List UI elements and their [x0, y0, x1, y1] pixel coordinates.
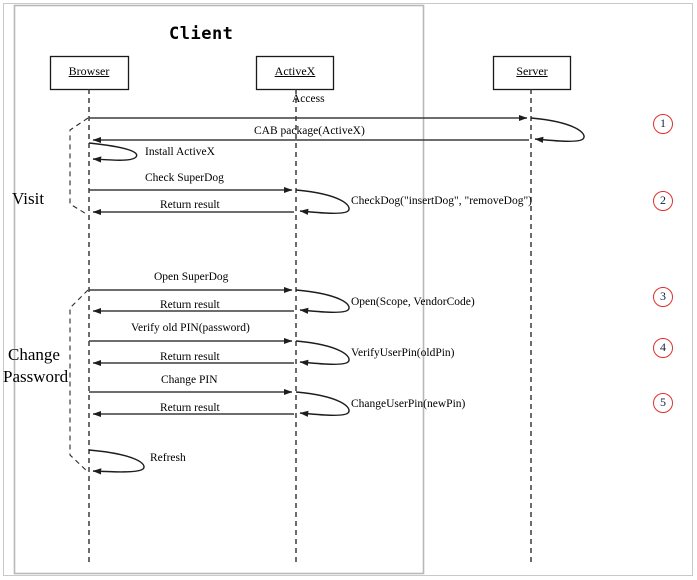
msg-label-change-pin: Change PIN — [161, 374, 218, 386]
step-marker-3: 3 — [653, 287, 673, 307]
annotation-changeuserpin: ChangeUserPin(newPin) — [351, 398, 466, 410]
group-label-password: Password — [3, 367, 69, 386]
group-brace-visit — [69, 117, 89, 216]
activex-turnaround-loop-1 — [295, 189, 350, 215]
annotation-checkdog: CheckDog("insertDog", "removeDog") — [351, 195, 533, 207]
client-frame-label: Client — [169, 24, 234, 44]
msg-label-access: Access — [292, 93, 325, 105]
msg-label-verify-old-pin: Verify old PIN(password) — [131, 322, 250, 334]
msg-self-refresh — [88, 449, 145, 475]
msg-label-return-result-4: Return result — [160, 402, 220, 414]
group-label-change: Change — [8, 345, 60, 364]
msg-label-open-superdog: Open SuperDog — [154, 271, 229, 283]
msg-self-install-activex — [88, 142, 138, 163]
actor-box-server — [492, 55, 572, 91]
actor-box-activex — [255, 55, 335, 91]
msg-label-return-result-1: Return result — [160, 199, 220, 211]
actor-label-activex: ActiveX — [274, 64, 316, 78]
step-marker-2: 2 — [653, 191, 673, 211]
msg-label-check-superdog: Check SuperDog — [145, 172, 224, 184]
msg-label-return-result-3: Return result — [160, 351, 220, 363]
group-brace-change-password — [69, 289, 89, 473]
msg-label-cab-package: CAB package(ActiveX) — [254, 125, 365, 137]
page-border — [3, 3, 693, 576]
step-marker-4: 4 — [653, 338, 673, 358]
annotation-verifyuserpin: VerifyUserPin(oldPin) — [351, 347, 455, 359]
actor-box-browser — [49, 55, 130, 91]
annotation-open: Open(Scope, VendorCode) — [351, 296, 475, 308]
msg-label-install-activex: Install ActiveX — [145, 146, 215, 158]
msg-label-return-result-2: Return result — [160, 299, 220, 311]
activex-turnaround-loop-3 — [295, 340, 350, 366]
step-marker-1: 1 — [653, 114, 673, 134]
actor-label-server: Server — [516, 64, 548, 78]
msg-label-refresh: Refresh — [150, 452, 186, 464]
group-label-visit: Visit — [12, 189, 45, 208]
step-marker-5: 5 — [653, 393, 673, 413]
actor-label-browser: Browser — [68, 64, 110, 78]
activex-turnaround-loop-2 — [295, 289, 350, 314]
client-frame — [13, 4, 425, 575]
activex-turnaround-loop-4 — [295, 391, 350, 417]
server-turnaround-loop — [530, 117, 585, 143]
